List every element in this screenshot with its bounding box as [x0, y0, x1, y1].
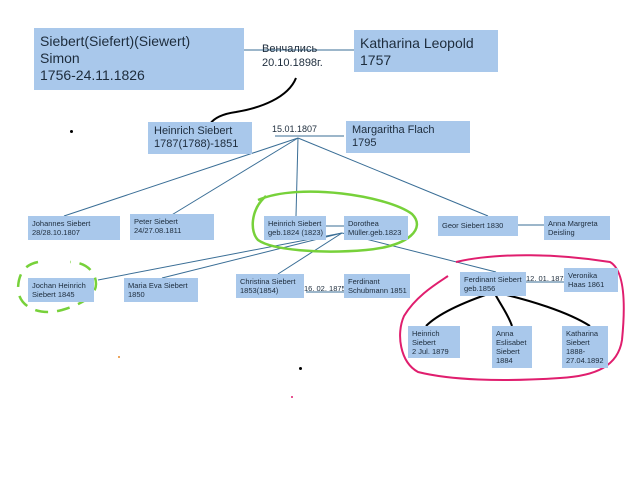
person-name: Jochan Heinrich	[32, 281, 86, 290]
katharina-name: Katharina Leopold	[360, 35, 474, 51]
person-dates: 1795	[352, 137, 377, 150]
person-name: Anna Margreta	[548, 219, 598, 228]
pink-highlight-circle	[399, 254, 625, 381]
person-dates: 1884	[496, 356, 513, 365]
person-dates: 28/28.10.1807	[32, 228, 80, 237]
stray-dot	[118, 356, 120, 358]
person-katharina-siebert-1888[interactable]: Katharina Siebert 1888- 27.04.1892	[562, 326, 608, 368]
person-dates: geb.1824 (1823)	[268, 228, 324, 237]
person-dates: 24/27.08.1811	[134, 226, 182, 235]
person-anna-margreta-deisling[interactable]: Anna Margreta Deisling	[544, 216, 610, 240]
person-dates: 2 Jul. 1879	[412, 347, 449, 356]
ferdinant-marriage-date: 12. 01. 1878	[526, 274, 568, 283]
ink-stroke-to-gen5-heinrich	[425, 291, 495, 327]
person-name: Katharina	[566, 329, 599, 338]
marriage-word: Венчались	[262, 43, 318, 55]
person-geor-siebert[interactable]: Geor Siebert 1830	[438, 216, 518, 236]
person-ferdinant-schubmann[interactable]: Ferdinant Schubmann 1851	[344, 274, 410, 298]
person-name-dates: Siebert 1845	[32, 290, 75, 299]
person-maria-eva-siebert[interactable]: Maria Eva Siebert 1850	[124, 278, 198, 302]
stray-dot	[299, 367, 302, 370]
person-name: Christina Siebert	[240, 277, 296, 286]
person-name: Johannes Siebert	[32, 219, 91, 228]
person-katharina-leopold[interactable]: Katharina Leopold 1757	[354, 30, 498, 72]
person-johannes-siebert[interactable]: Johannes Siebert 28/28.10.1807	[28, 216, 120, 240]
green-highlight-circle	[251, 190, 419, 253]
person-name: Veronika	[568, 271, 598, 280]
person-name-dates: Geor Siebert 1830	[442, 221, 504, 230]
edge-to-peter	[169, 137, 299, 217]
edge-to-johannes	[63, 137, 299, 217]
person-name-cont: Siebert	[412, 338, 436, 347]
person-surname: Siebert	[566, 338, 590, 347]
person-dates: 1850	[128, 290, 145, 299]
simon-name-line-1: Siebert(Siefert)(Siewert)	[40, 33, 191, 49]
ink-stroke-simon-to-heinrich	[209, 77, 297, 125]
person-name: Heinrich Siebert	[154, 125, 233, 137]
person-ferdinant-siebert[interactable]: Ferdinant Siebert geb.1856	[460, 272, 526, 296]
edge-to-maria-eva	[161, 232, 343, 279]
stray-dot	[70, 130, 73, 133]
ink-stroke-to-gen5-anna	[493, 291, 513, 327]
person-name: Dorothea	[348, 219, 379, 228]
person-veronika-haas[interactable]: Veronika Haas 1861	[564, 268, 618, 292]
person-name: Anna	[496, 329, 514, 338]
christina-marriage-date: 16. 02. 1875	[304, 284, 346, 293]
edge-to-jochan	[97, 232, 343, 281]
edge-to-christina	[277, 232, 343, 275]
person-peter-siebert[interactable]: Peter Siebert 24/27.08.1811	[130, 214, 214, 240]
person-name-cont: Deisling	[548, 228, 575, 237]
ink-stroke-to-gen5-katharina	[493, 291, 591, 327]
person-name: Heinrich	[412, 329, 440, 338]
person-christina-siebert[interactable]: Christina Siebert 1853(1854)	[236, 274, 304, 298]
edge-to-heinrich-1824	[295, 137, 299, 217]
person-name: Maria Eva Siebert	[128, 281, 188, 290]
person-simon-siebert[interactable]: Siebert(Siefert)(Siewert) Simon 1756-24.…	[34, 28, 244, 90]
person-dates: 1787(1788)-1851	[154, 138, 239, 151]
person-dates: geb.1856	[464, 284, 496, 293]
person-surname: Siebert	[496, 347, 520, 356]
person-name-dates: Haas 1861	[568, 280, 605, 289]
gen1-marriage-label: Венчались 20.10.1898г.	[262, 42, 323, 70]
person-name: Peter Siebert	[134, 217, 178, 226]
person-jochan-heinrich-siebert[interactable]: Jochan Heinrich Siebert 1845	[28, 278, 94, 302]
stray-dot	[291, 396, 293, 398]
gen2-marriage-date: 15.01.1807	[272, 124, 318, 134]
edge-to-geor	[297, 137, 489, 217]
person-name-cont: Eslisabet	[496, 338, 527, 347]
marriage-date: 20.10.1898г.	[262, 57, 323, 69]
person-dates: Müller.geb.1823	[348, 228, 402, 237]
person-heinrich-siebert-1879[interactable]: Heinrich Siebert 2 Jul. 1879	[408, 326, 460, 358]
person-name: Ferdinant Siebert	[464, 275, 522, 284]
person-anna-eslisabet-siebert[interactable]: Anna Eslisabet Siebert 1884	[492, 326, 532, 368]
simon-dates: 1756-24.11.1826	[40, 66, 145, 83]
person-dates: 1853(1854)	[240, 286, 279, 295]
person-dates-cont: 27.04.1892	[566, 356, 604, 365]
person-heinrich-siebert-1787[interactable]: Heinrich Siebert 1787(1788)-1851	[148, 122, 252, 154]
person-margaritha-flach[interactable]: Margaritha Flach 1795	[346, 121, 470, 153]
person-name-dates: Schubmann 1851	[348, 286, 407, 295]
green-dashed-highlight	[16, 260, 98, 314]
person-name: Heinrich Siebert	[268, 219, 322, 228]
person-name: Ferdinant	[348, 277, 380, 286]
person-heinrich-siebert-1824[interactable]: Heinrich Siebert geb.1824 (1823)	[264, 216, 326, 240]
simon-name-line-2: Simon	[40, 49, 80, 66]
person-dorothea-mueller[interactable]: Dorothea Müller.geb.1823	[344, 216, 408, 240]
person-name: Margaritha Flach	[352, 124, 435, 136]
person-dates: 1888-	[566, 347, 586, 356]
katharina-year: 1757	[360, 51, 392, 68]
